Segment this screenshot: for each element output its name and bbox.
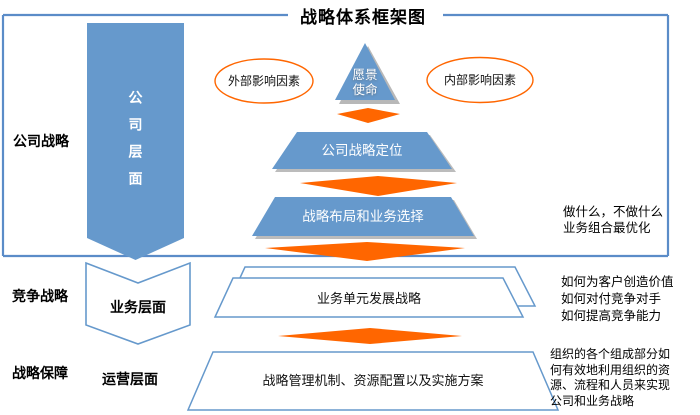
label-strategy-guarantee: 战略保障: [12, 365, 68, 381]
label-corporate-strategy: 公司战略: [13, 133, 69, 149]
business-unit-label: 业务单元发展战略: [316, 291, 421, 306]
annotation-competitive: 如何为客户创造价值 如何对付竞争对手 如何提高竞争能力: [561, 275, 674, 323]
company-level-label: 公司层面: [127, 90, 144, 198]
business-level-label: 业务层面: [110, 299, 166, 315]
annotation-operations: 组织的各个组成部分如 何有效地利用组织的资 源、流程和人员来实现 公司和业务战略: [550, 347, 671, 408]
business-level-chevron: [85, 261, 191, 345]
implementation-trapezoid: [186, 351, 560, 411]
down-arrow-icon-3: [265, 242, 465, 261]
operations-level-label: 运营层面: [102, 371, 158, 387]
company-level-arrow: [87, 23, 184, 260]
company-level-label-wrap: 公司层面: [87, 90, 184, 225]
positioning-trapezoid: [272, 132, 452, 169]
internal-factors-label: 内部影响因素: [443, 73, 516, 87]
external-factors-label: 外部影响因素: [227, 74, 300, 88]
down-arrow-icon-2: [300, 176, 457, 196]
vision-mission-triangle: [335, 43, 395, 100]
down-arrow-icon-4: [278, 328, 462, 344]
diagram-title: 战略体系框架图: [300, 8, 426, 27]
label-competitive-strategy: 竞争战略: [12, 288, 68, 304]
positioning-label: 公司战略定位: [321, 143, 403, 158]
business-unit-trapezoid: [213, 277, 525, 318]
layout-label: 战略布局和业务选择: [302, 209, 424, 224]
internal-factors-ellipse: [426, 56, 534, 104]
implementation-label: 战略管理机制、资源配置以及实施方案: [262, 373, 484, 388]
annotation-corporate: 做什么，不做什么 业务组合最优化: [563, 205, 664, 235]
down-arrow-icon-1: [337, 108, 400, 123]
external-factors-ellipse: [214, 58, 314, 104]
vision-mission-label: 愿景 使命: [352, 68, 378, 97]
layout-trapezoid: [252, 197, 474, 236]
